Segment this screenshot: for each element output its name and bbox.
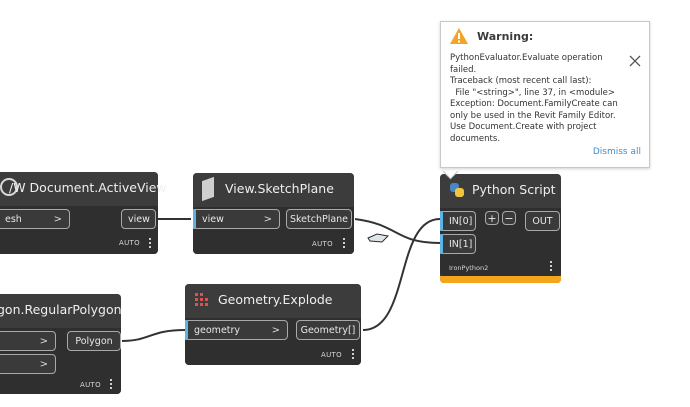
node-regular-polygon[interactable]: gon.RegularPolygon > > Polygon AUTO xyxy=(0,294,122,394)
input-port-in0[interactable]: IN[0] xyxy=(440,211,476,231)
wire-polygon-to-geometry[interactable] xyxy=(121,329,186,342)
close-icon[interactable] xyxy=(629,52,641,67)
lacing-label[interactable]: AUTO xyxy=(321,351,342,359)
input-port-in1[interactable]: IN[1] xyxy=(440,234,476,254)
wire-explode-to-in1[interactable] xyxy=(362,218,441,331)
chevron-right-icon: > xyxy=(263,214,272,225)
chevron-right-icon: > xyxy=(39,336,48,347)
python-icon xyxy=(449,182,465,198)
warning-icon xyxy=(450,28,468,44)
more-icon[interactable] xyxy=(352,349,355,361)
explode-icon xyxy=(194,292,210,308)
input-port-geometry[interactable]: geometry > xyxy=(185,320,288,340)
node-python-script[interactable]: Python Script IN[0] IN[1] + − OUT IronPy… xyxy=(440,174,561,283)
node-header[interactable] xyxy=(0,172,158,206)
node-header[interactable] xyxy=(0,294,121,328)
dismiss-all-link[interactable]: Dismiss all xyxy=(592,147,641,157)
output-port-view[interactable]: view xyxy=(121,209,156,229)
more-icon[interactable] xyxy=(110,379,113,391)
node-header[interactable] xyxy=(193,173,354,207)
node-document-activeview[interactable]: /W Document.ActiveView esh > view AUTO xyxy=(0,172,167,254)
lacing-label[interactable]: AUTO xyxy=(80,381,101,389)
chevron-right-icon: > xyxy=(271,325,280,336)
node-title: /W Document.ActiveView xyxy=(9,180,167,195)
node-geometry-explode[interactable]: Geometry.Explode geometry > Geometry[] A… xyxy=(185,284,361,365)
more-icon[interactable] xyxy=(149,238,152,250)
add-input-button[interactable]: + xyxy=(485,211,499,225)
lacing-label[interactable]: AUTO xyxy=(312,240,333,248)
output-port-polygon[interactable]: Polygon xyxy=(67,331,121,351)
node-title: gon.RegularPolygon xyxy=(0,302,122,317)
warning-popup: Warning: PythonEvaluator.Evaluate operat… xyxy=(440,21,650,168)
node-header[interactable] xyxy=(185,284,361,318)
lacing-label[interactable]: AUTO xyxy=(119,239,140,247)
warning-title: Warning: xyxy=(477,30,534,43)
chevron-right-icon: > xyxy=(53,214,62,225)
engine-label[interactable]: IronPython2 xyxy=(449,264,489,272)
remove-input-button[interactable]: − xyxy=(502,211,516,225)
input-port[interactable]: > xyxy=(0,354,56,374)
chevron-right-icon: > xyxy=(39,359,48,370)
node-title: View.SketchPlane xyxy=(225,181,334,196)
output-port-sketchplane[interactable]: SketchPlane xyxy=(286,209,352,229)
wire-sketchplane-to-in0[interactable] xyxy=(354,218,441,244)
output-port-out[interactable]: OUT xyxy=(525,211,560,231)
more-icon[interactable] xyxy=(343,238,346,250)
input-port[interactable]: > xyxy=(0,331,56,351)
warning-message: PythonEvaluator.Evaluate operation faile… xyxy=(450,53,618,144)
input-port-view[interactable]: view > xyxy=(193,209,280,229)
node-title: Python Script xyxy=(472,182,556,197)
node-view-sketchplane[interactable]: View.SketchPlane view > SketchPlane AUTO xyxy=(193,173,354,254)
input-port[interactable]: esh > xyxy=(0,209,70,229)
more-icon[interactable] xyxy=(550,261,553,273)
document-icon xyxy=(0,178,18,196)
output-port-geometry-list[interactable]: Geometry[] xyxy=(296,320,360,340)
warning-status-bar xyxy=(440,276,561,283)
node-title: Geometry.Explode xyxy=(218,292,333,307)
pointer-cursor xyxy=(367,233,390,243)
